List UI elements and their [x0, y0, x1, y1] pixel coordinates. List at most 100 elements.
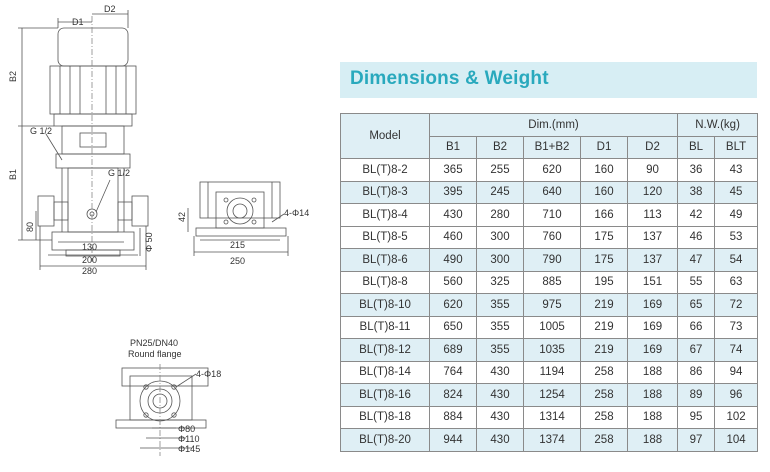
value-cell: 54 — [714, 248, 759, 272]
label-phi110: Φ110 — [178, 434, 200, 444]
value-cell: 120 — [626, 180, 679, 204]
outlet-flange — [131, 195, 149, 227]
model-cell: BL(T)8-6 — [340, 248, 430, 272]
value-cell: 46 — [677, 225, 716, 249]
value-cell: 300 — [476, 248, 524, 272]
value-cell: 460 — [429, 225, 477, 249]
pump-drawings-svg: D1 D2 B2 B1 G 1/2 G 1/2 80 130 200 280 Φ… — [8, 4, 309, 456]
value-cell: 1005 — [523, 315, 581, 339]
value-cell: 188 — [626, 405, 679, 429]
value-cell: 258 — [580, 405, 628, 429]
value-cell: 166 — [580, 203, 628, 227]
label-flange-line1: PN25/DN40 — [130, 338, 178, 348]
value-cell: 104 — [714, 428, 759, 452]
value-cell: 67 — [677, 338, 716, 362]
header-nw-group: N.W.(kg) — [677, 113, 759, 137]
value-cell: 1194 — [523, 360, 581, 384]
label-phi145: Φ145 — [178, 444, 200, 454]
value-cell: 490 — [429, 248, 477, 272]
value-cell: 255 — [476, 158, 524, 182]
value-cell: 884 — [429, 405, 477, 429]
motor-fan-cover — [57, 27, 129, 67]
value-cell: 89 — [677, 383, 716, 407]
value-cell: 49 — [714, 203, 759, 227]
header-bl: BL — [677, 135, 716, 159]
label-280: 280 — [82, 266, 97, 276]
value-cell: 355 — [476, 338, 524, 362]
value-cell: 710 — [523, 203, 581, 227]
label-g-side: G 1/2 — [108, 168, 130, 178]
value-cell: 258 — [580, 428, 628, 452]
label-250: 250 — [230, 256, 245, 266]
header-blt: BLT — [714, 135, 759, 159]
base-plan-flange — [215, 191, 265, 229]
value-cell: 42 — [677, 203, 716, 227]
value-cell: 430 — [429, 203, 477, 227]
value-cell: 94 — [714, 360, 759, 384]
motor-flange — [53, 113, 133, 127]
label-130: 130 — [82, 242, 97, 252]
label-4phi14: 4-Φ14 — [284, 208, 309, 218]
value-cell: 620 — [523, 158, 581, 182]
label-4phi18: 4-Φ18 — [196, 369, 221, 379]
value-cell: 96 — [714, 383, 759, 407]
inlet-flange — [37, 195, 55, 227]
section-title-bar: Dimensions & Weight — [340, 62, 757, 98]
value-cell: 137 — [626, 248, 679, 272]
label-g-top: G 1/2 — [30, 126, 52, 136]
model-cell: BL(T)8-2 — [340, 158, 430, 182]
value-cell: 169 — [626, 293, 679, 317]
label-b2: B2 — [8, 71, 18, 82]
value-cell: 219 — [580, 293, 628, 317]
pump-head — [55, 153, 131, 169]
value-cell: 975 — [523, 293, 581, 317]
label-phi50: Φ 50 — [144, 232, 154, 252]
label-flange-line2: Round flange — [128, 349, 182, 359]
section-title: Dimensions & Weight — [350, 68, 549, 89]
value-cell: 74 — [714, 338, 759, 362]
value-cell: 560 — [429, 270, 477, 294]
model-cell: BL(T)8-8 — [340, 270, 430, 294]
value-cell: 66 — [677, 315, 716, 339]
value-cell: 430 — [476, 383, 524, 407]
value-cell: 45 — [714, 180, 759, 204]
value-cell: 169 — [626, 338, 679, 362]
model-cell: BL(T)8-18 — [340, 405, 430, 429]
value-cell: 689 — [429, 338, 477, 362]
value-cell: 160 — [580, 180, 628, 204]
value-cell: 38 — [677, 180, 716, 204]
value-cell: 620 — [429, 293, 477, 317]
value-cell: 1374 — [523, 428, 581, 452]
model-cell: BL(T)8-20 — [340, 428, 430, 452]
value-cell: 188 — [626, 428, 679, 452]
model-cell: BL(T)8-11 — [340, 315, 430, 339]
value-cell: 760 — [523, 225, 581, 249]
value-cell: 280 — [476, 203, 524, 227]
value-cell: 365 — [429, 158, 477, 182]
value-cell: 160 — [580, 158, 628, 182]
value-cell: 430 — [476, 405, 524, 429]
label-d2: D2 — [104, 4, 116, 14]
value-cell: 63 — [714, 270, 759, 294]
base-plan-top — [199, 181, 281, 219]
model-cell: BL(T)8-16 — [340, 383, 430, 407]
label-200: 200 — [82, 255, 97, 265]
value-cell: 824 — [429, 383, 477, 407]
value-cell: 300 — [476, 225, 524, 249]
value-cell: 73 — [714, 315, 759, 339]
model-cell: BL(T)8-10 — [340, 293, 430, 317]
value-cell: 95 — [677, 405, 716, 429]
value-cell: 36 — [677, 158, 716, 182]
table-subheader-row: B1 B2 B1+B2 D1 D2 BL BLT — [341, 135, 759, 159]
technical-drawings: D1 D2 B2 B1 G 1/2 G 1/2 80 130 200 280 Φ… — [0, 0, 335, 472]
value-cell: 395 — [429, 180, 477, 204]
value-cell: 1035 — [523, 338, 581, 362]
value-cell: 188 — [626, 383, 679, 407]
value-cell: 102 — [714, 405, 759, 429]
model-cell: BL(T)8-5 — [340, 225, 430, 249]
